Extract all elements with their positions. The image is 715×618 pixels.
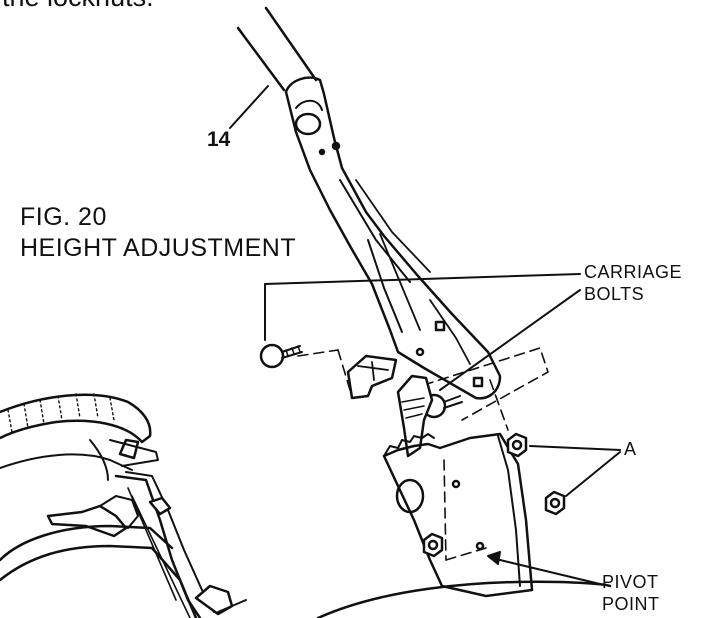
- carriage-bolts-leaders: [264, 273, 581, 391]
- carriage-bolts-label-line1: CARRIAGE: [584, 262, 683, 282]
- plate-hole-large: [395, 478, 425, 514]
- machine-housing-curve: [316, 580, 612, 618]
- locknut-upper: [506, 432, 528, 458]
- locknuts-label: A: [624, 439, 637, 459]
- upper-handle-tube: [236, 6, 318, 92]
- carriage-bolt-left: [259, 343, 303, 369]
- locknut-leaders: [529, 445, 621, 497]
- pivot-point-label-line2: POINT: [602, 594, 660, 614]
- carriage-bolts-label-line2: BOLTS: [584, 284, 645, 304]
- pivot-point-label-line1: PIVOT: [602, 572, 659, 592]
- lower-handlebar: [0, 393, 247, 618]
- bracket-bolt-hole: [434, 320, 446, 332]
- clip-bracket: [346, 354, 398, 400]
- mounting-plate: [382, 432, 534, 598]
- bracket-bolt-hole: [472, 376, 484, 388]
- locknut-plate: [422, 532, 444, 558]
- callout-part-number: 14: [207, 128, 231, 151]
- callout-leader-14: [229, 85, 269, 129]
- locknut-lower: [544, 490, 566, 516]
- instruction-text-fragment: the locknuts.: [2, 0, 154, 11]
- handle-bracket: [284, 76, 502, 400]
- pivot-lever: [396, 374, 434, 458]
- pivot-point-leader: [487, 551, 601, 585]
- figure-subtitle: HEIGHT ADJUSTMENT: [20, 234, 297, 262]
- alignment-lines: [297, 347, 549, 561]
- plate-hole: [451, 479, 461, 489]
- figure-title: FIG. 20: [20, 203, 107, 231]
- pivot-hole: [475, 541, 485, 551]
- handle-hole: [294, 112, 322, 136]
